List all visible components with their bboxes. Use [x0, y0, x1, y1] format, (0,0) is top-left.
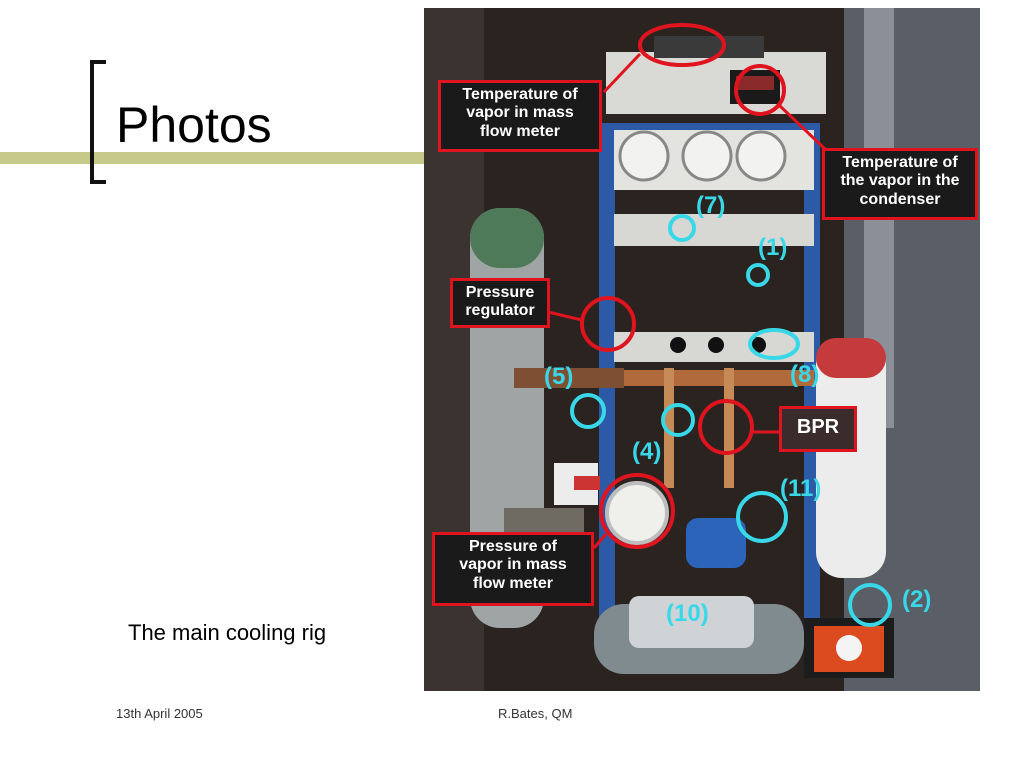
label-pressure-regulator: Pressure regulator [450, 278, 550, 328]
title-accent-bar [0, 152, 424, 164]
label-bpr: BPR [779, 406, 857, 452]
footer-date: 13th April 2005 [116, 706, 203, 721]
label-temp-vapor-mass-flow: Temperature of vapor in mass flow meter [438, 80, 602, 152]
marker-7: (7) [696, 192, 726, 219]
photo-caption: The main cooling rig [128, 620, 327, 645]
marker-2: (2) [902, 586, 932, 613]
label-temp-vapor-condenser: Temperature of the vapor in the condense… [822, 148, 978, 220]
marker-11: (11) [780, 475, 822, 502]
cooling-rig-photo: Temperature of vapor in mass flow meter … [424, 8, 980, 691]
marker-1: (1) [758, 234, 788, 261]
footer-author: R.Bates, QM [498, 706, 573, 721]
marker-4: (4) [632, 438, 662, 465]
marker-8: (8) [790, 361, 820, 388]
slide-title: Photos [116, 97, 272, 153]
label-pressure-vapor-mass-flow: Pressure of vapor in mass flow meter [432, 532, 594, 606]
marker-5: (5) [544, 363, 574, 390]
marker-10: (10) [666, 600, 709, 627]
title-bracket [90, 60, 106, 184]
